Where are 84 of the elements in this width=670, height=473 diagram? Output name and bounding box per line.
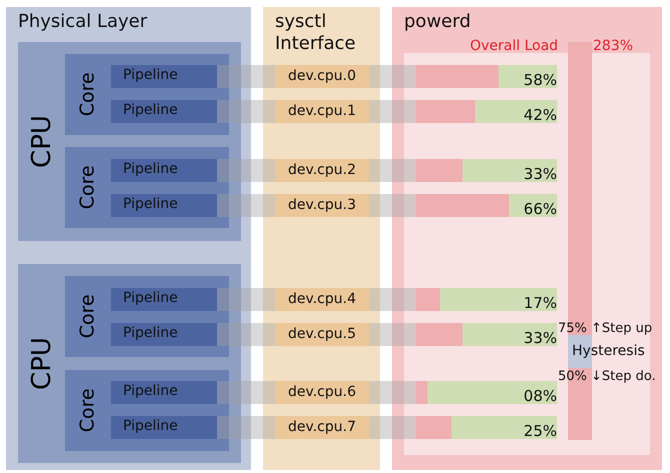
pipeline-label: Pipeline (123, 195, 178, 213)
cpu-label: CPU (26, 115, 58, 168)
load-value: 58% (524, 70, 557, 90)
load-total: 283% (593, 37, 634, 55)
load-value: 17% (524, 292, 557, 314)
sysctl-box (275, 416, 369, 439)
connector-band (369, 65, 416, 88)
sysctl-name: dev.cpu.7 (287, 418, 357, 437)
load-bar (416, 416, 557, 439)
load-value: 08% (524, 386, 557, 406)
load-caption: Overall Load (470, 37, 558, 55)
pipeline-box (111, 288, 217, 311)
sysctl-box (275, 65, 369, 88)
cpu-label: CPU (26, 337, 58, 390)
sysctl-name: dev.cpu.2 (287, 161, 357, 180)
sysctl-name: dev.cpu.1 (287, 102, 357, 121)
load-bar (416, 100, 557, 123)
connector-band (217, 65, 275, 88)
connector-band (369, 100, 416, 123)
connector-band (369, 194, 416, 217)
threshold-label: 50% ↓Step do. (558, 369, 656, 385)
sysctl-box (275, 100, 369, 123)
pipeline-label: Pipeline (123, 289, 178, 307)
sysctl-box (275, 288, 369, 311)
panel-title: powerd (404, 11, 472, 33)
pipeline-box (111, 159, 217, 182)
pipeline-box (111, 416, 217, 439)
connector-band (217, 288, 275, 311)
core-box (65, 54, 229, 135)
core-label: Core (76, 294, 100, 338)
sysctl-name: dev.cpu.0 (287, 67, 357, 86)
sysctl-name: dev.cpu.5 (287, 325, 357, 344)
load-value: 25% (524, 420, 557, 442)
connector-band (217, 194, 275, 217)
load-bar (416, 65, 557, 88)
cpu-box (18, 42, 241, 241)
core-box (65, 370, 229, 451)
connector-band (369, 159, 416, 182)
core-label: Core (76, 72, 100, 116)
panel-title: Physical Layer (18, 11, 148, 33)
sysctl-box (275, 159, 369, 182)
core-label: Core (76, 388, 100, 432)
load-bar (416, 194, 557, 217)
pipeline-label: Pipeline (123, 324, 178, 342)
load-value: 66% (524, 198, 557, 220)
hysteresis-label: Hysteresis (572, 342, 645, 360)
cpu-box (18, 264, 241, 463)
load-bar (416, 323, 557, 346)
sysctl-box (275, 323, 369, 346)
sysctl-name: dev.cpu.4 (287, 290, 357, 309)
panel-title: sysctl Interface (275, 11, 357, 55)
pipeline-box (111, 65, 217, 88)
pipeline-box (111, 194, 217, 217)
threshold-label: 75% ↑Step up (558, 321, 652, 337)
layer-panel (6, 7, 251, 470)
connector-band (369, 288, 416, 311)
pipeline-label: Pipeline (123, 417, 178, 435)
core-box (65, 276, 229, 357)
sysctl-name: dev.cpu.3 (287, 196, 357, 215)
pipeline-label: Pipeline (123, 66, 178, 84)
connector-band (369, 381, 416, 404)
load-bar (416, 288, 557, 311)
load-value: 33% (524, 164, 557, 184)
connector-band (369, 323, 416, 346)
layer-panel (392, 7, 662, 470)
connector-band (217, 416, 275, 439)
pipeline-label: Pipeline (123, 101, 178, 119)
load-bar (416, 381, 557, 404)
connector-band (369, 416, 416, 439)
load-bar (416, 159, 557, 182)
pipeline-box (111, 381, 217, 404)
pipeline-label: Pipeline (123, 382, 178, 400)
sysctl-name: dev.cpu.6 (287, 383, 357, 402)
core-label: Core (76, 166, 100, 210)
pipeline-box (111, 100, 217, 123)
sysctl-box (275, 194, 369, 217)
connector-band (217, 323, 275, 346)
core-box (65, 147, 229, 228)
layer-panel (263, 7, 380, 470)
pipeline-box (111, 323, 217, 346)
load-value: 33% (524, 328, 557, 348)
sysctl-box (275, 381, 369, 404)
pipeline-label: Pipeline (123, 160, 178, 178)
load-value: 42% (524, 104, 557, 126)
